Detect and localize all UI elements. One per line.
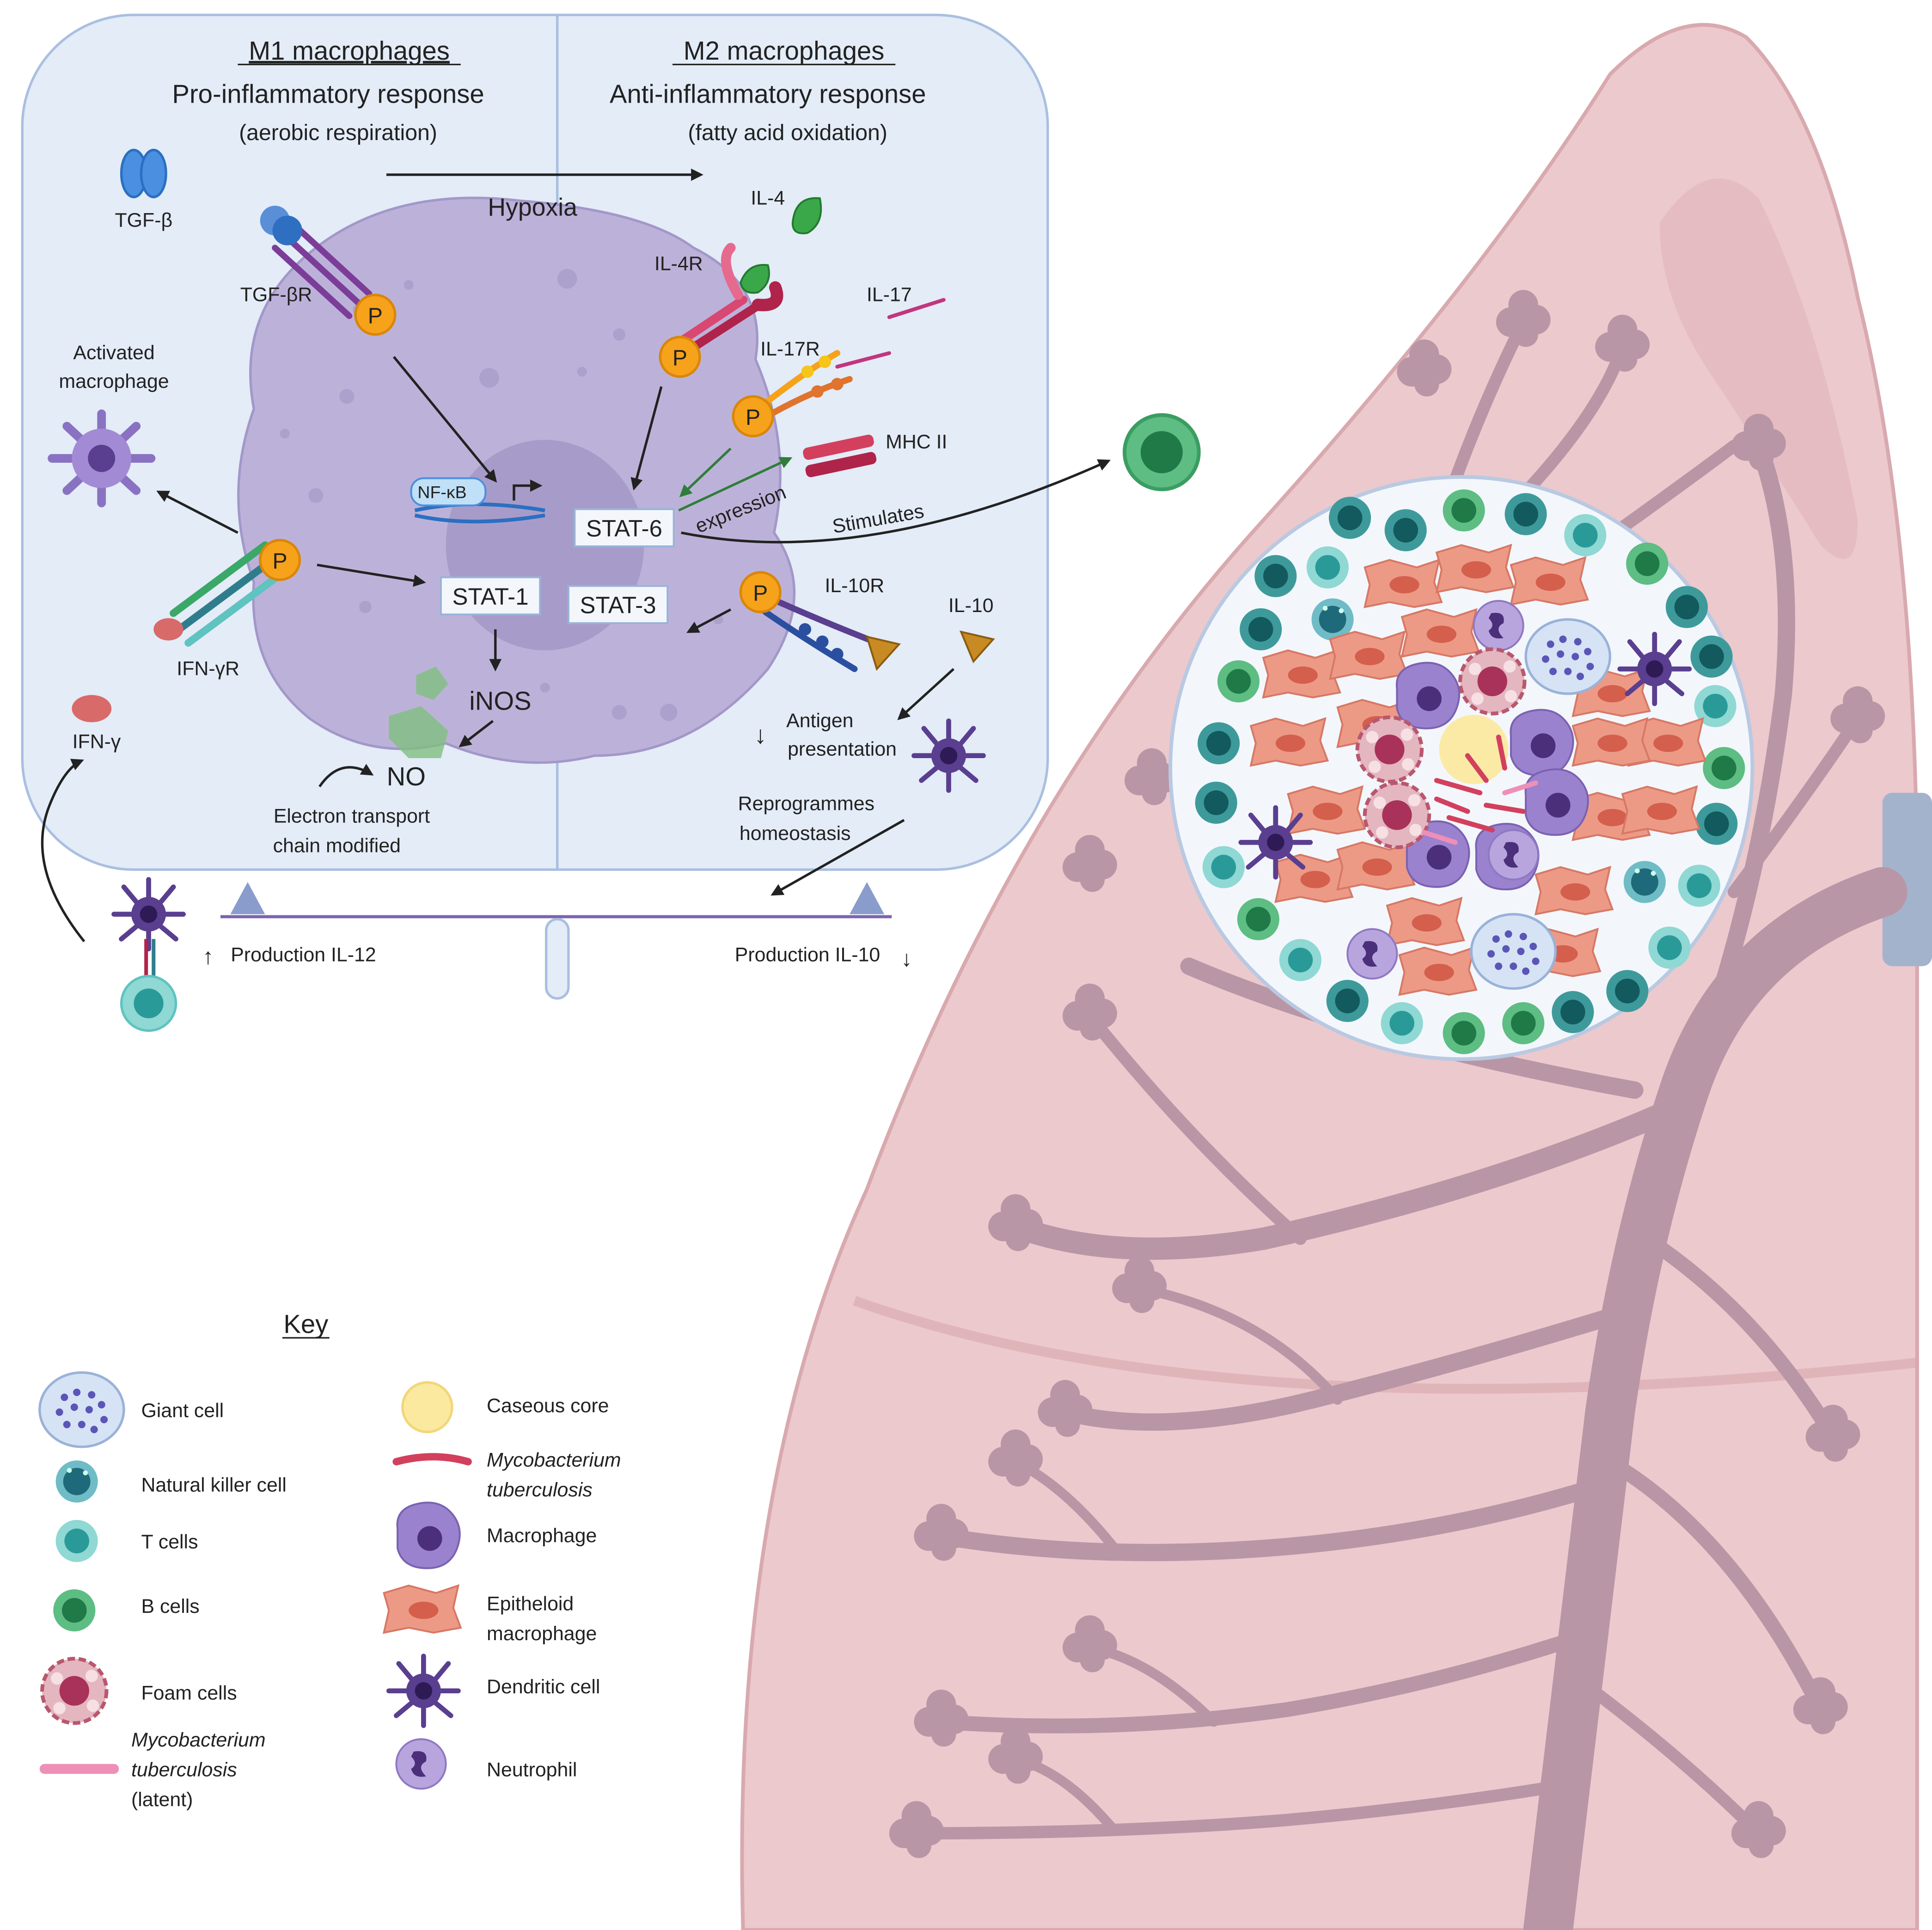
ifn-yr-phospho: P: [272, 549, 287, 574]
key-epitheloid-1: Epitheloid: [487, 1593, 574, 1615]
tgf-beta-receptor-icon: [260, 205, 373, 319]
giant-cell-icon: [40, 1372, 124, 1447]
il10-down-arrow: ↓: [901, 946, 912, 971]
caseous-core-icon: [401, 1381, 453, 1434]
key-epitheloid-2: macrophage: [487, 1623, 597, 1645]
inos-label: iNOS: [469, 686, 531, 716]
stat6-label: STAT-6: [586, 515, 662, 541]
key-nk-cell: Natural killer cell: [141, 1474, 286, 1496]
balance-scale: ↑ Production IL-12 Production IL-10 ↓: [114, 880, 912, 1032]
inos-icon: [389, 666, 448, 759]
production-il12-label: Production IL-12: [231, 944, 376, 966]
mtb-icon: [392, 1453, 472, 1466]
production-il10-label: Production IL-10: [735, 944, 880, 966]
il10r-label: IL-10R: [825, 575, 885, 597]
activated-macrophage-icon: [48, 409, 156, 508]
dc-tcell-interaction-icon: [114, 880, 183, 1032]
tgf-beta-icon: [120, 148, 167, 198]
key: Key Giant cell Natural killer cell T cel…: [40, 1309, 621, 1811]
key-caseous-core: Caseous core: [487, 1395, 609, 1417]
m1-response: Pro-inflammatory response: [172, 80, 484, 109]
ifn-gamma-receptor-icon: [153, 541, 284, 647]
reprogram-label-1: Reprogrammes: [738, 793, 874, 815]
stat3-label: STAT-3: [580, 592, 656, 619]
dendritic-cell-panel-icon: [914, 721, 983, 790]
key-b-cells: B cells: [141, 1595, 199, 1618]
il10-receptor-icon: [762, 594, 901, 672]
tgf-br-label: TGF-βR: [240, 283, 312, 306]
dendritic-cell-icon: [389, 1656, 458, 1726]
tgf-br-phospho: P: [368, 304, 383, 329]
key-mtb-latent-1: Mycobacterium: [131, 1729, 266, 1751]
etc-label-1: Electron transport: [274, 805, 430, 827]
key-giant-cell: Giant cell: [141, 1400, 224, 1422]
il17r-label: IL-17R: [760, 338, 820, 360]
m2-response: Anti-inflammatory response: [610, 80, 926, 109]
b-cell-icon: [53, 1589, 96, 1632]
antigen-down-arrow: ↓: [754, 721, 767, 749]
key-foam-cells: Foam cells: [141, 1682, 237, 1704]
antigen-label-2: presentation: [788, 738, 897, 760]
antigen-label-1: Antigen: [786, 710, 853, 732]
ifn-gamma-icon: [72, 695, 112, 723]
neutrophil-icon: [396, 1739, 446, 1789]
key-macrophage: Macrophage: [487, 1525, 597, 1547]
il17-label: IL-17: [867, 283, 912, 306]
activated-macrophage-label-2: macrophage: [59, 370, 169, 392]
reprogram-label-2: homeostasis: [740, 822, 851, 845]
ifn-yr-label: IFN-γR: [177, 658, 239, 680]
il4-icon: [791, 197, 822, 234]
key-dendritic-cell: Dendritic cell: [487, 1676, 600, 1698]
no-label: NO: [387, 762, 426, 791]
key-neutrophil: Neutrophil: [487, 1759, 577, 1781]
key-mtb-latent-2: tuberculosis: [131, 1759, 237, 1781]
key-mtb-2: tuberculosis: [487, 1479, 593, 1501]
m2-heading: M2 macrophages: [684, 36, 885, 65]
key-t-cells: T cells: [141, 1531, 198, 1553]
nfkb-label: NF-κB: [417, 482, 466, 502]
il10r-phospho: P: [753, 581, 768, 606]
nfkb-icon: [410, 477, 545, 524]
key-title: Key: [283, 1309, 329, 1338]
il4r-label: IL-4R: [654, 252, 703, 275]
il17-icon: [887, 298, 946, 319]
nk-cell-icon: [55, 1460, 98, 1503]
m1-metabolism: (aerobic respiration): [239, 120, 437, 145]
etc-label-2: chain modified: [273, 835, 401, 857]
stat1-label: STAT-1: [452, 583, 529, 610]
epitheloid-macrophage-icon: [384, 1586, 461, 1633]
hypoxia-label: Hypoxia: [488, 193, 577, 221]
t-cell-icon: [55, 1519, 98, 1562]
il17r-phospho: P: [746, 405, 760, 430]
il12-up-arrow: ↑: [202, 944, 214, 969]
mechanism-panel: M1 macrophages Pro-inflammatory response…: [21, 13, 1111, 943]
mhc2-icon: [803, 435, 877, 478]
key-mtb-latent-3: (latent): [131, 1789, 193, 1811]
macrophage-icon: [397, 1502, 460, 1568]
ifn-y-label: IFN-γ: [73, 731, 121, 753]
activated-macrophage-label-1: Activated: [73, 342, 154, 364]
mhc2-label: MHC II: [886, 431, 947, 453]
m1-heading: M1 macrophages: [249, 36, 450, 65]
m2-metabolism: (fatty acid oxidation): [688, 120, 887, 145]
il10-label: IL-10: [948, 594, 994, 617]
tgf-beta-label: TGF-β: [115, 209, 173, 232]
granuloma: [1168, 475, 1755, 1061]
il4-label: IL-4: [751, 187, 785, 209]
key-mtb-1: Mycobacterium: [487, 1449, 621, 1471]
il4r-phospho: P: [673, 346, 687, 371]
il10-icon: [959, 630, 995, 663]
foam-cell-icon: [42, 1659, 106, 1723]
